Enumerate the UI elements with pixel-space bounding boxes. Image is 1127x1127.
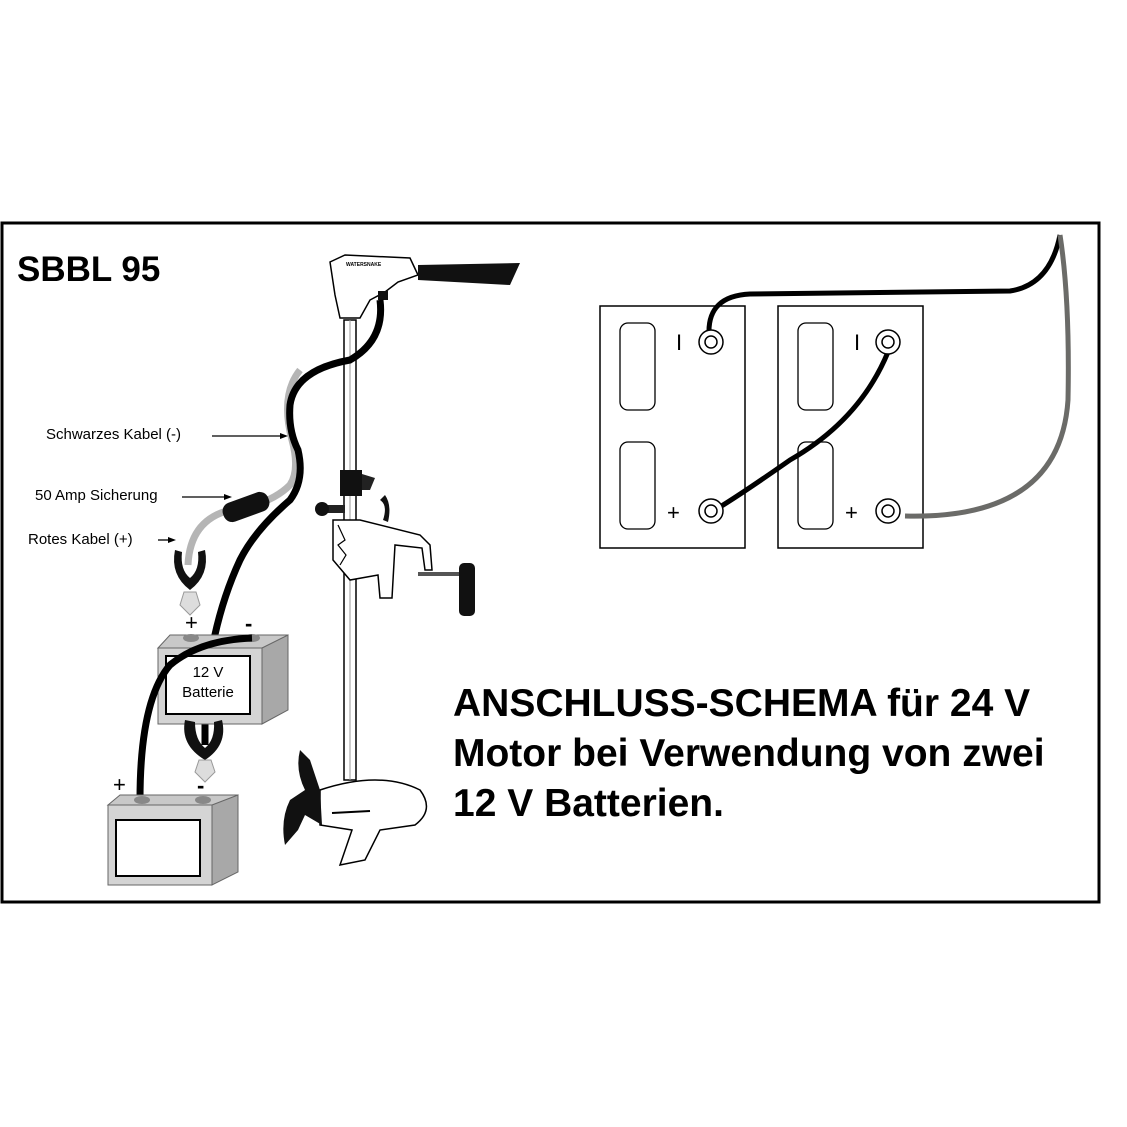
battery-2-minus: - — [197, 773, 204, 798]
battery-name: Batterie — [182, 684, 234, 701]
title-line-1: ANSCHLUSS-SCHEMA für 24 V — [453, 682, 1030, 725]
terminal-icon — [698, 329, 901, 524]
label-black-cable: Schwarzes Kabel (-) — [46, 426, 181, 443]
schematic-gray-cable — [904, 234, 1071, 519]
battery-1-plus-terminal — [183, 634, 199, 642]
diagram-frame — [0, 221, 1101, 904]
schematic-1-plus: + — [667, 500, 680, 525]
mount-bracket — [332, 519, 433, 599]
clamp-handle — [459, 563, 475, 616]
title-line-2: Motor bei Verwendung von zwei — [453, 732, 1045, 775]
tension-knob — [315, 502, 329, 516]
brand-logo: WATERSNAKE — [346, 262, 382, 268]
label-fuse: 50 Amp Sicherung — [35, 487, 158, 504]
red-cable — [184, 367, 303, 566]
fuse-holder — [222, 491, 270, 523]
shaft-collar — [340, 470, 362, 496]
tiller-handle — [418, 263, 520, 285]
propeller — [283, 750, 322, 845]
trolling-motor: WATERSNAKE — [283, 254, 520, 866]
arrow-icon — [168, 537, 176, 543]
battery-1: 12 V Batterie + - — [156, 610, 289, 725]
model-title: SBBL 95 — [17, 250, 160, 289]
battery-2: + - — [106, 772, 239, 886]
battery-1-minus: - — [245, 611, 252, 636]
battery-voltage: 12 V — [193, 664, 224, 681]
battery-1-label-box — [165, 655, 251, 715]
motor-lower-unit — [319, 779, 428, 866]
battery-2-plus: + — [113, 772, 126, 797]
battery-1-plus: + — [185, 610, 198, 635]
schematic-batteries: I + I + — [599, 234, 1071, 549]
cable-plug — [378, 291, 388, 300]
schematic-2-plus: + — [845, 500, 858, 525]
positive-clamp — [174, 550, 206, 590]
schematic-1-minus: I — [676, 330, 682, 355]
black-cable — [201, 299, 385, 745]
negative-clamp — [184, 720, 224, 760]
schematic-2-minus: I — [854, 330, 860, 355]
schematic-black-cable — [706, 234, 1063, 334]
title-line-3: 12 V Batterien. — [453, 782, 724, 825]
schematic-link-cable — [713, 351, 891, 513]
label-red-cable: Rotes Kabel (+) — [28, 531, 133, 548]
arrow-icon — [224, 494, 232, 500]
series-link-cable — [136, 634, 253, 801]
arrow-icon — [280, 433, 288, 439]
